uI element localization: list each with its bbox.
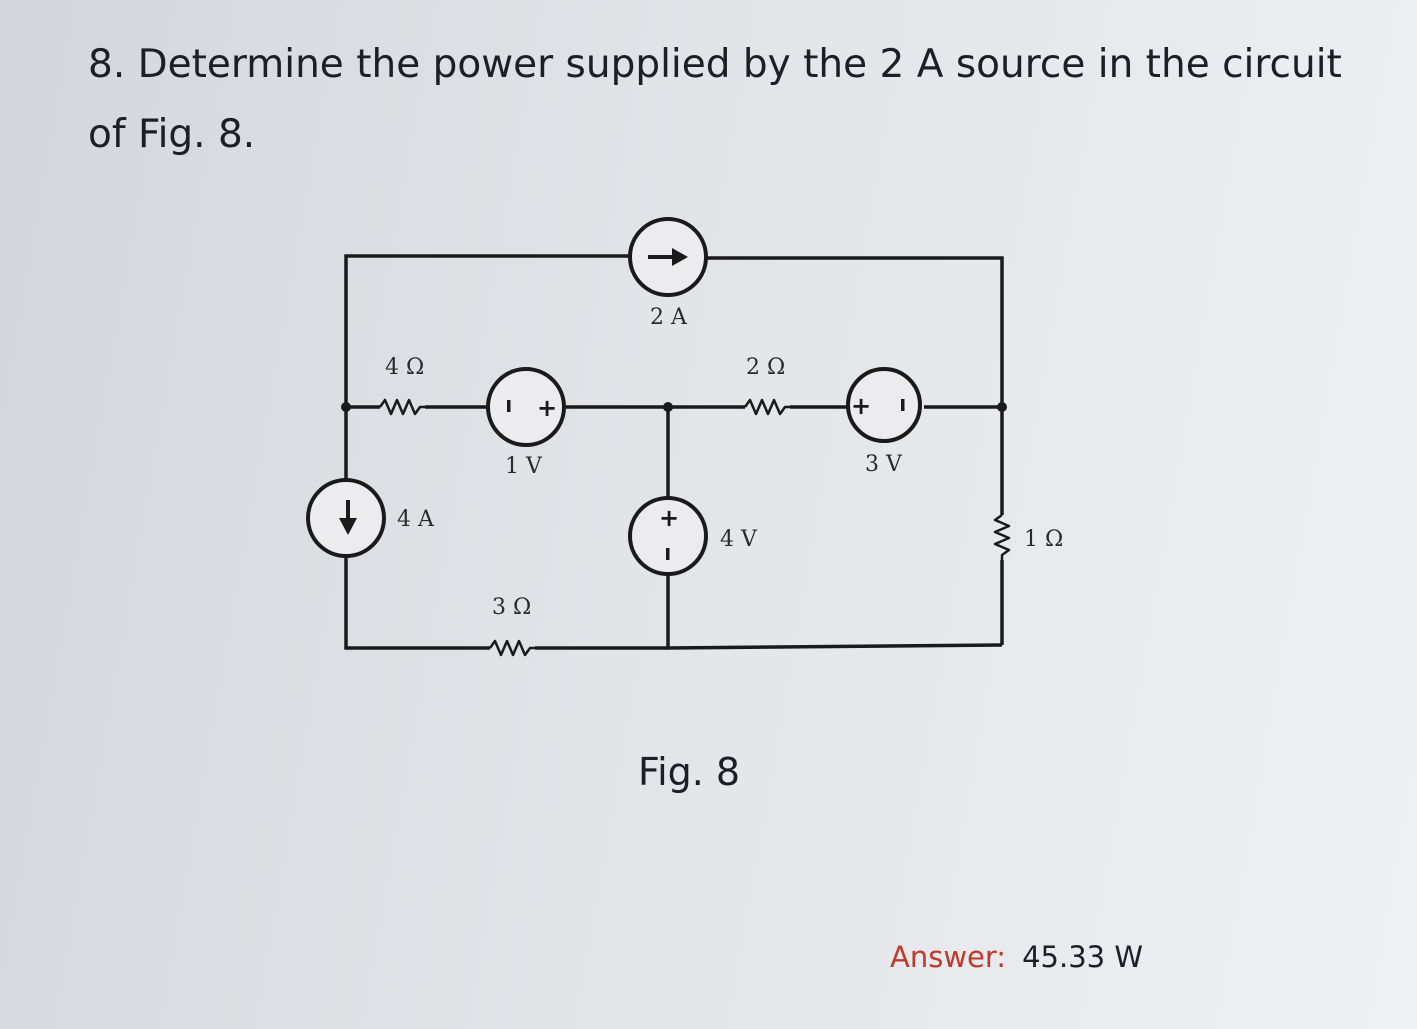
problem-statement: 8. Determine the power supplied by the 2… xyxy=(88,42,1342,157)
label-3-ohm: 3 Ω xyxy=(492,595,531,620)
label-1v: 1 V xyxy=(505,454,543,479)
figure-caption: Fig. 8 xyxy=(638,750,741,794)
left-wire xyxy=(344,407,668,650)
voltage-source-1v: + xyxy=(486,367,566,447)
voltage-source-3v: + xyxy=(846,367,922,443)
svg-text:+: + xyxy=(851,392,871,420)
label-1-ohm: 1 Ω xyxy=(1024,527,1063,552)
top-wire xyxy=(344,254,1004,407)
middle-vertical-wire xyxy=(666,407,1003,650)
label-2-ohm: 2 Ω xyxy=(746,355,785,380)
arrow-down-icon xyxy=(339,518,357,535)
svg-text:+: + xyxy=(659,504,679,532)
resistor-3-ohm xyxy=(488,639,535,657)
label-4a: 4 A xyxy=(397,507,435,532)
resistor-1-ohm xyxy=(993,513,1011,560)
label-2a: 2 A xyxy=(650,305,688,330)
label-4-ohm: 4 Ω xyxy=(385,355,424,380)
current-source-2a xyxy=(628,217,708,297)
label-4v: 4 V xyxy=(720,527,758,552)
svg-text:+: + xyxy=(537,394,557,422)
label-3v: 3 V xyxy=(865,452,903,477)
arrow-right-icon xyxy=(672,248,688,266)
current-source-4a xyxy=(306,478,386,558)
resistor-2-ohm xyxy=(743,398,790,416)
resistor-4-ohm xyxy=(378,398,425,416)
voltage-source-4v: + xyxy=(628,496,708,576)
answer: Answer: 45.33 W xyxy=(890,940,1143,974)
answer-value: 45.33 W xyxy=(1022,940,1143,974)
answer-label: Answer: xyxy=(890,940,1007,974)
